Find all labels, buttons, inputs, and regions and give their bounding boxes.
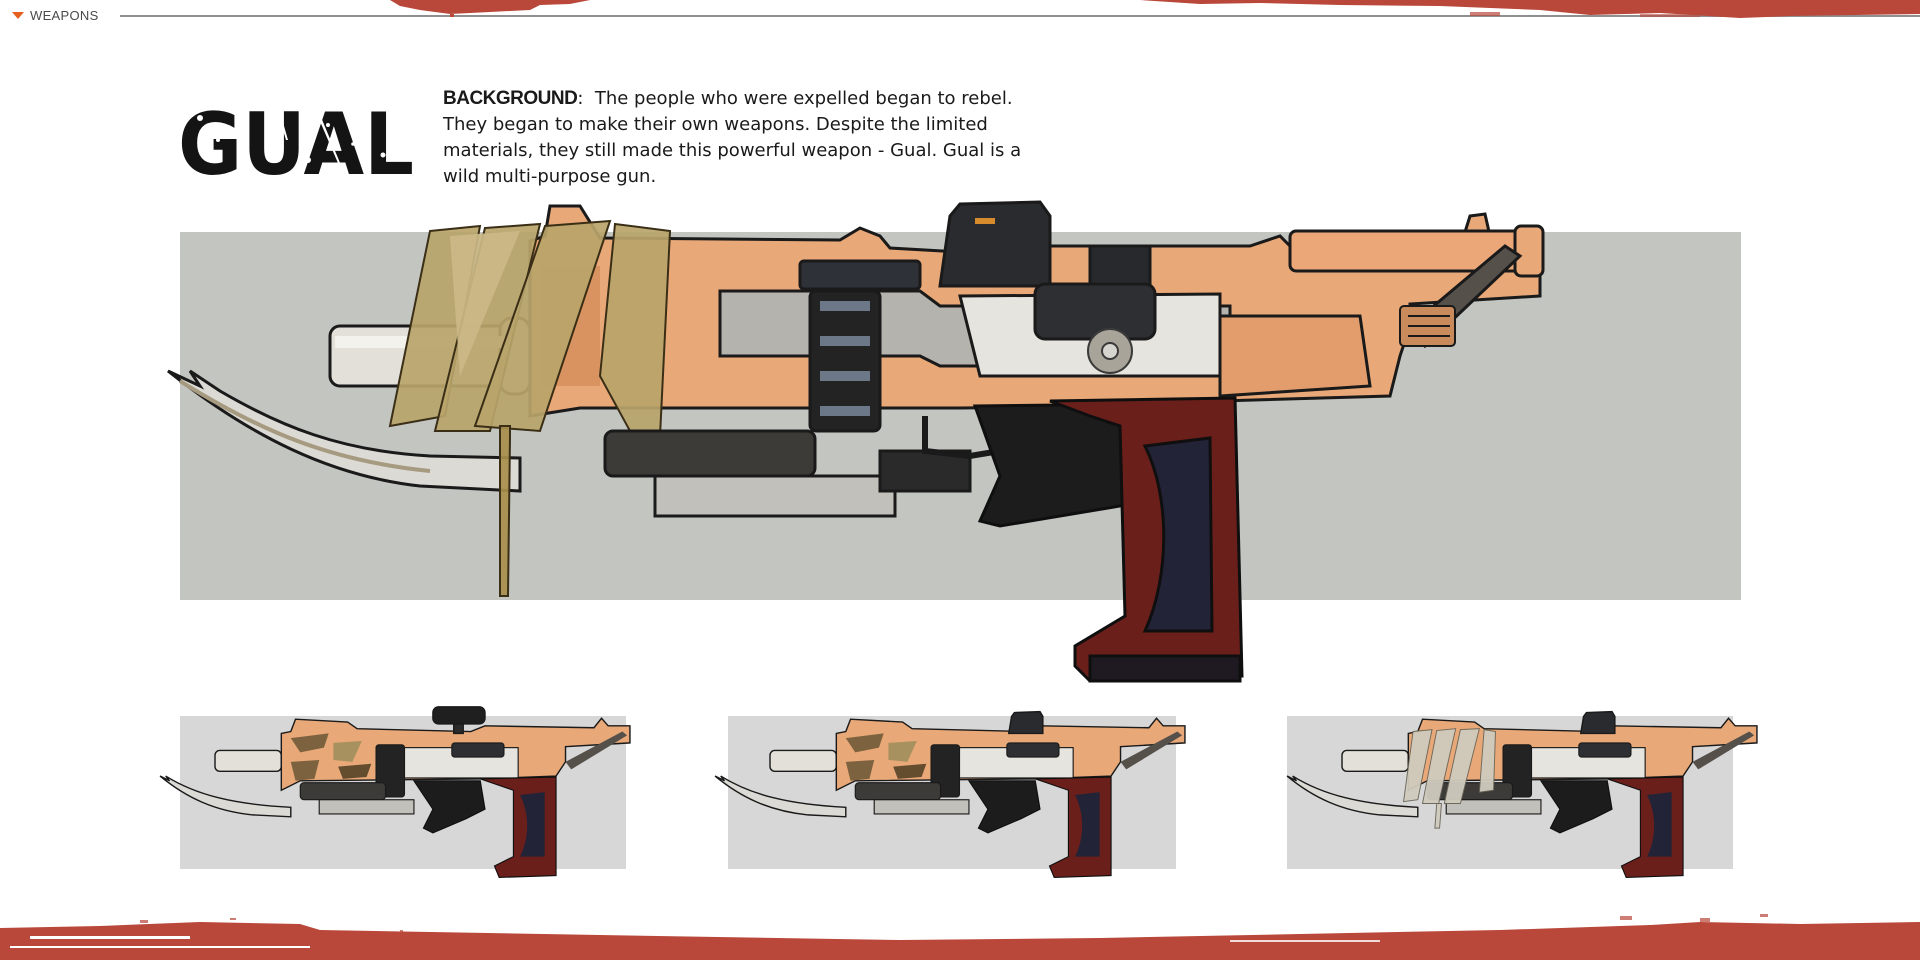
background-separator: :: [577, 88, 584, 109]
camo-pattern-icon: [290, 733, 372, 781]
section-label-text: WEAPONS: [30, 8, 99, 23]
variant-2-render: [714, 710, 1186, 879]
weapon-title-graphic: GUAL: [178, 95, 414, 195]
variant-1-render: [159, 706, 631, 879]
wrap-cloth-icon: [1403, 728, 1496, 829]
svg-text:GUAL: GUAL: [178, 100, 414, 185]
camo-pattern-icon: [845, 733, 927, 781]
underbarrel-icon: [603, 429, 972, 518]
magazine-grip-icon: [1049, 396, 1244, 683]
background-description: BACKGROUND: The people who were expelled…: [443, 86, 1023, 190]
brush-stroke-decoration: [390, 0, 590, 17]
drum-magazine-icon: [808, 289, 882, 433]
blade-icon: [167, 369, 522, 493]
background-label: BACKGROUND: [443, 88, 578, 109]
gear-icon: [1087, 328, 1133, 374]
trigger-icon: [922, 416, 1001, 460]
background-body: The people who were expelled began to re…: [443, 88, 1022, 187]
reflex-sight-icon: [1007, 710, 1044, 735]
scope-icon: [432, 706, 486, 735]
weapon-title: GUAL: [178, 95, 418, 195]
gual-main-render: [167, 200, 1545, 683]
reflex-sight-icon: [798, 200, 1152, 291]
wrap-cloth-icon: [388, 219, 672, 597]
vent-grille-icon: [1399, 305, 1456, 347]
variant-3-render: [1286, 710, 1758, 879]
page-header: WEAPONS: [0, 0, 1920, 34]
brush-stroke-decoration-right: [1140, 0, 1920, 18]
section-label: WEAPONS: [12, 8, 99, 23]
reflex-sight-icon: [1579, 710, 1616, 735]
footer-brush-stroke: [0, 914, 1920, 960]
muzzle-cylinder-icon: [1033, 282, 1157, 341]
header-divider-line: [120, 15, 1920, 17]
triangle-down-icon: [12, 12, 24, 19]
